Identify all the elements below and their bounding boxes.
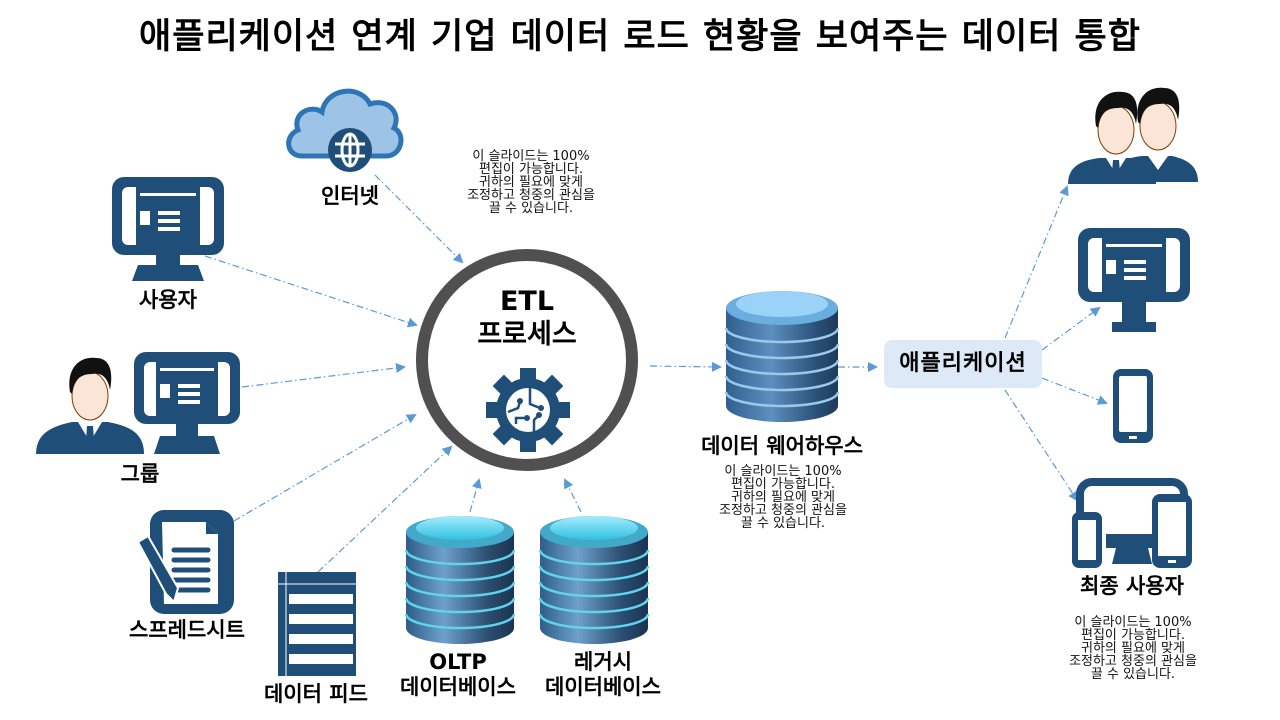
note-line: 끌 수 있습니다. [1090,667,1176,682]
multi-device-icon [1072,478,1192,568]
user-monitor-icon [112,177,224,281]
arrow-app-phone [1041,377,1108,405]
note-line: 귀하의 필요에 맞게 [1081,641,1185,656]
arrow-spreadsheet-etl [233,413,417,522]
arrow-app-monitor [1041,306,1101,351]
note-warehouse: 이 슬라이드는 100% 편집이 가능합니다. 귀하의 필요에 맞게 조정하고 … [680,465,886,530]
arrow-internet-etl [374,174,464,264]
legacy-label: 레거시 데이터베이스 [528,650,678,700]
legacy-label-line1: 레거시 [574,650,632,674]
data-feed-label: 데이터 피드 [264,682,368,706]
arrow-legacy-etl [564,478,582,513]
note-end-user: 이 슬라이드는 100% 편집이 가능합니다. 귀하의 필요에 맞게 조정하고 … [1030,616,1236,681]
note-line: 이 슬라이드는 100% [472,149,590,164]
oltp-label: OLTP 데이터베이스 [388,650,528,700]
smartphone-icon [1113,369,1153,443]
gear-circuit-icon [486,368,570,452]
group-icon [36,352,240,454]
oltp-label-line1: OLTP [429,650,487,674]
page-title: 애플리케이션 연계 기업 데이터 로드 현황을 보여주는 데이터 통합 [139,17,1141,57]
arrow-group-etl [241,363,406,388]
note-top: 이 슬라이드는 100% 편집이 가능합니다. 귀하의 필요에 맞게 조정하고 … [428,150,634,215]
oltp-database-icon [404,516,516,644]
target-monitor-icon [1078,228,1190,332]
etl-process-label: ETL 프로세스 [416,285,638,351]
document-pen-icon [136,510,234,614]
note-line: 이 슬라이드는 100% [1074,615,1192,630]
user-label: 사용자 [139,288,197,312]
note-line: 조정하고 청중의 관심을 [719,503,847,518]
note-line: 조정하고 청중의 관심을 [467,188,595,203]
spreadsheet-label: 스프레드시트 [129,618,245,642]
note-line: 이 슬라이드는 100% [724,464,842,479]
note-line: 끌 수 있습니다. [740,516,826,531]
two-people-icon [1068,87,1198,184]
legacy-label-line2: 데이터베이스 [545,675,661,699]
arrow-datafeed-etl [317,445,453,573]
arrow-etl-warehouse [649,361,722,372]
end-user-label: 최종 사용자 [1080,574,1184,598]
note-line: 편집이 가능합니다. [479,162,583,177]
arrow-app-people [1004,185,1069,339]
note-line: 편집이 가능합니다. [1081,628,1185,643]
note-line: 귀하의 필요에 맞게 [731,490,835,505]
cloud-globe-icon [286,88,404,172]
warehouse-database-icon [724,291,840,422]
etl-label-line1: ETL [499,286,555,317]
note-line: 편집이 가능합니다. [731,477,835,492]
internet-label: 인터넷 [321,184,379,208]
note-line: 귀하의 필요에 맞게 [479,175,583,190]
legacy-database-icon [538,516,650,644]
arrow-user-etl [204,255,418,328]
application-node: 애플리케이션 [884,340,1042,388]
note-line: 조정하고 청중의 관심을 [1069,654,1197,669]
list-feed-icon [278,572,356,676]
etl-label-line2: 프로세스 [477,319,577,350]
note-line: 끌 수 있습니다. [488,201,574,216]
warehouse-label: 데이터 웨어하우스 [701,434,863,458]
oltp-label-line2: 데이터베이스 [400,675,516,699]
arrow-oltp-etl [469,478,482,513]
arrow-app-devices [1004,389,1079,502]
group-label: 그룹 [120,462,160,486]
